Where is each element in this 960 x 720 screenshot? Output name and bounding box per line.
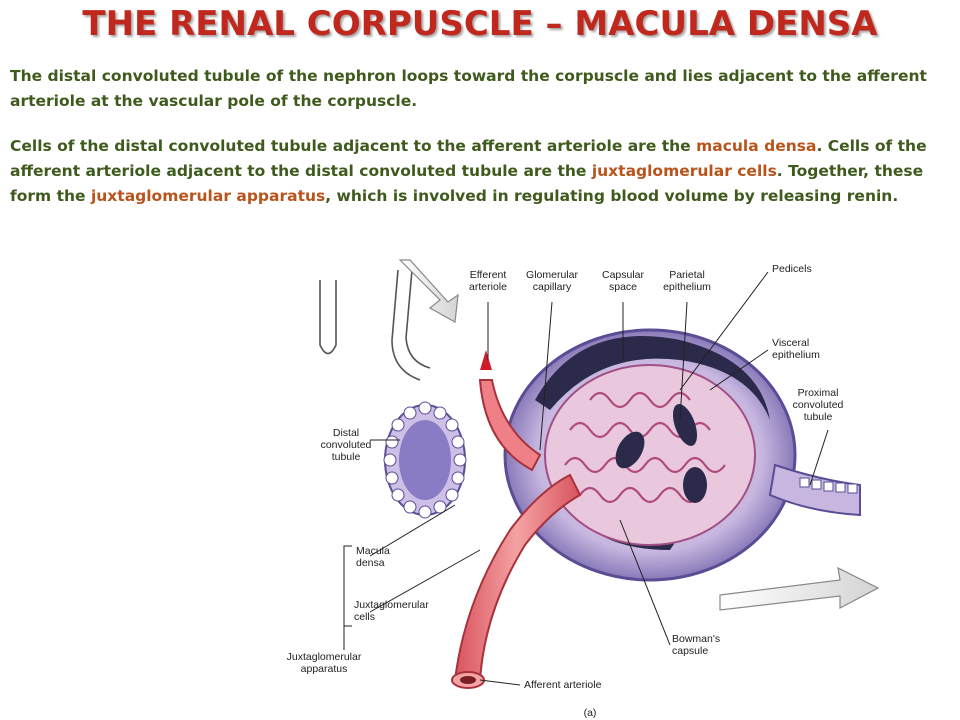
text-segment: . Together, these form the	[10, 162, 924, 205]
label-line: capsule	[672, 645, 708, 657]
label-line: cells	[354, 611, 375, 623]
label-line: Juxtaglomerular	[354, 599, 429, 611]
efferent-arteriole-shape	[478, 379, 542, 472]
label-line: Capsular	[602, 269, 645, 281]
label-line: apparatus	[301, 663, 348, 675]
label-line: Bowman's	[672, 633, 720, 645]
efferent-flow-arrow	[480, 350, 492, 370]
text-segment: . Cells of the afferent arteriole adjace…	[10, 137, 927, 180]
label-line: convoluted	[793, 399, 844, 411]
text-segment: Cells of the distal convoluted tubule ad…	[10, 137, 697, 155]
label-line: densa	[356, 557, 385, 569]
label-line: convoluted	[321, 439, 372, 451]
label-line: Juxtaglomerular	[287, 651, 362, 663]
paragraph-intro: The distal convoluted tubule of the neph…	[10, 67, 927, 110]
label-line: Parietal	[669, 269, 705, 281]
text-segment: , which is involved in regulating blood …	[325, 187, 899, 205]
proximal-tubule-shape	[768, 463, 861, 517]
label-line: Afferent arteriole	[524, 679, 602, 691]
label-line: Macula	[356, 545, 390, 557]
tubule-outline	[319, 280, 337, 355]
label-pedicels: Pedicels	[772, 263, 812, 275]
label-line: capillary	[533, 281, 572, 293]
label-line: epithelium	[772, 349, 820, 361]
paragraph-details: Cells of the distal convoluted tubule ad…	[10, 134, 945, 209]
flow-arrow-bottom	[719, 566, 880, 611]
term-macula-densa: macula densa	[696, 137, 817, 155]
capsular-space-shape	[535, 336, 770, 420]
label-line: Visceral	[772, 337, 809, 349]
label-line: Pedicels	[772, 263, 812, 275]
label-line: Efferent	[470, 269, 507, 281]
label-line: epithelium	[663, 281, 711, 293]
label-line: tubule	[332, 451, 361, 463]
term-juxtaglomerular-apparatus: juxtaglomerular apparatus	[90, 187, 326, 205]
label-line: tubule	[804, 411, 833, 423]
label-line: Glomerular	[526, 269, 578, 281]
label-line: arteriole	[469, 281, 507, 293]
label-line: Distal	[333, 427, 359, 439]
label-panel: (a)	[584, 707, 597, 719]
term-juxtaglomerular-cells: juxtaglomerular cells	[591, 162, 777, 180]
label-line: Proximal	[798, 387, 839, 399]
label-line: (a)	[584, 707, 597, 719]
flow-arrow-top	[398, 259, 459, 323]
label-line: space	[609, 281, 637, 293]
glomerulus-shape	[544, 364, 756, 546]
slide-title: THE RENAL CORPUSCLE – MACULA DENSA	[82, 4, 878, 44]
afferent-arteriole-shape	[453, 473, 582, 681]
label-afferent: Afferent arteriole	[524, 679, 602, 691]
